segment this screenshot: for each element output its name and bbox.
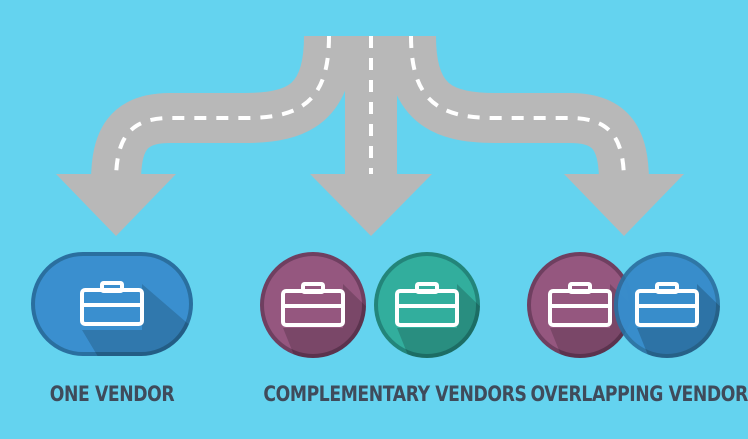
complementary-vendor-b bbox=[374, 252, 480, 358]
overlapping-vendor-b bbox=[614, 252, 720, 358]
option-label-complementary-vendors: COMPLEMENTARY VENDORS bbox=[263, 382, 527, 406]
complementary-vendor-a bbox=[260, 252, 366, 358]
one-vendor-badge bbox=[31, 252, 193, 356]
road-to-one-vendor bbox=[56, 35, 354, 236]
option-label-one-vendor: ONE VENDOR bbox=[49, 382, 175, 406]
option-label-overlapping-vendors: OVERLAPPING VENDORS bbox=[530, 382, 748, 406]
road-to-overlapping-vendors bbox=[386, 35, 684, 236]
